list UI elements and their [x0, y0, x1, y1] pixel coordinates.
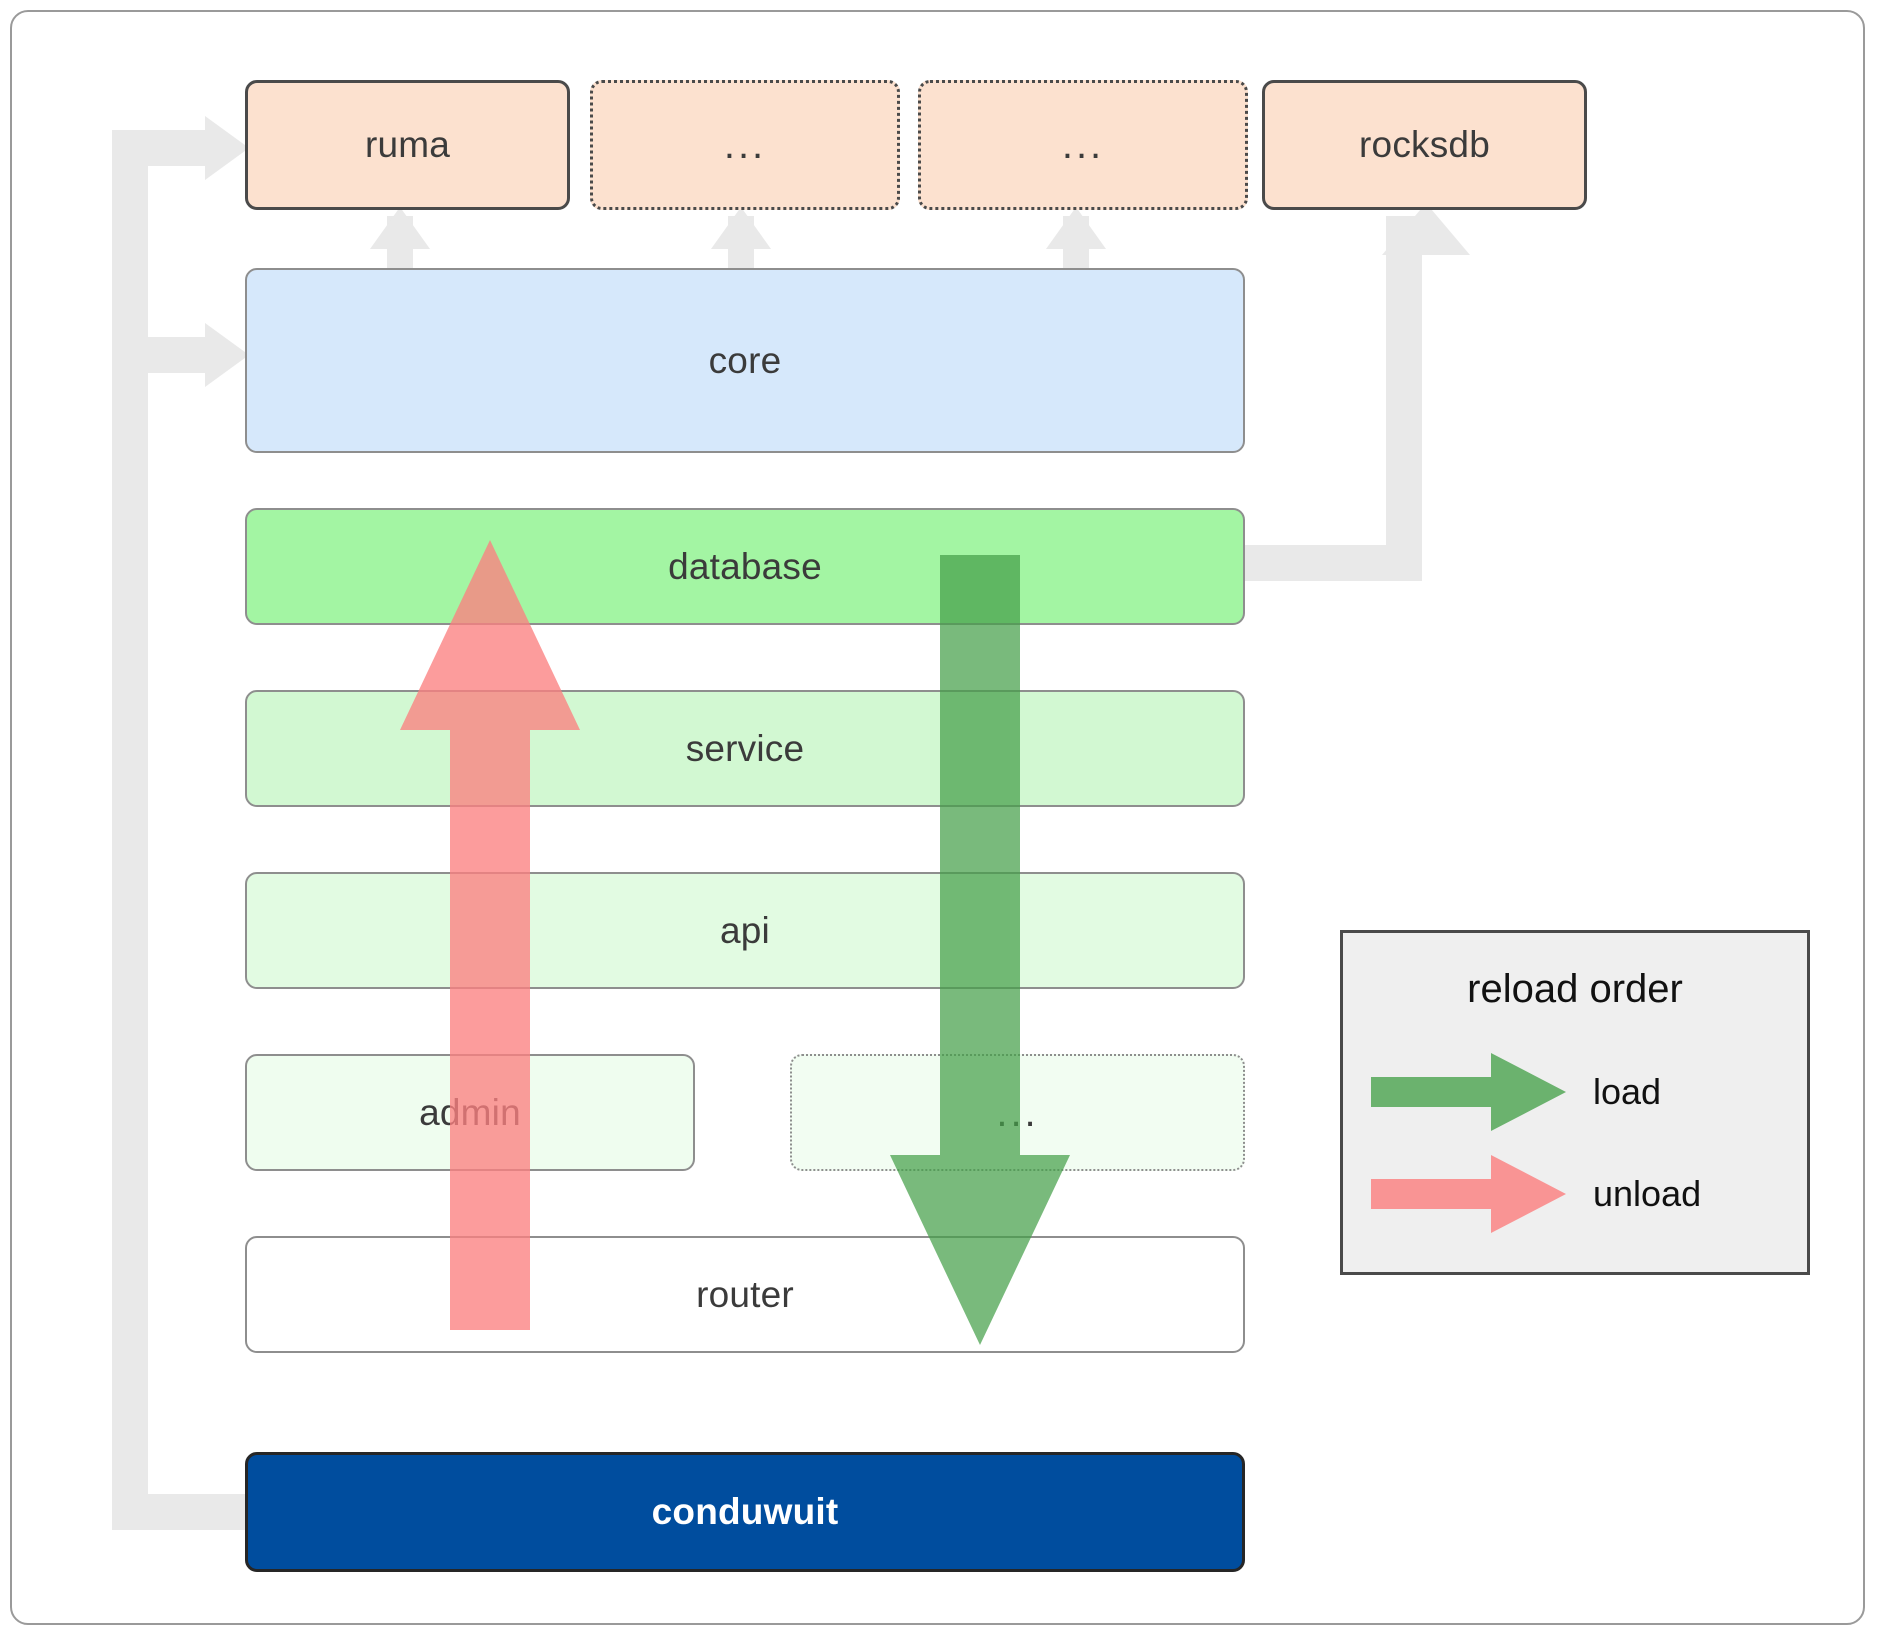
- layer-api[interactable]: api: [245, 872, 1245, 989]
- layer-database-label: database: [668, 545, 822, 587]
- layer-api-label: api: [720, 909, 770, 951]
- layer-router[interactable]: router: [245, 1236, 1245, 1353]
- connector-left-bottom: [112, 1494, 252, 1530]
- unload-arrow-icon: [1371, 1155, 1566, 1233]
- load-flow-arrow: [880, 555, 1080, 1345]
- unload-flow-arrow: [390, 540, 590, 1330]
- module-placeholder-2-label: ...: [1061, 123, 1105, 167]
- layer-database[interactable]: database: [245, 508, 1245, 625]
- connector-db-rocksdb-arrow: [1382, 203, 1470, 255]
- connector-to-ruma-stem: [112, 130, 212, 166]
- layer-service-label: service: [685, 727, 805, 769]
- connector-db-rocksdb-vertical: [1386, 216, 1422, 581]
- connector-core-dots2-arrow: [1046, 207, 1106, 249]
- legend-row-unload: unload: [1371, 1155, 1701, 1233]
- load-arrow-icon: [1371, 1053, 1566, 1131]
- module-placeholder-1-label: ...: [723, 123, 767, 167]
- connector-to-core-stem: [112, 337, 212, 373]
- connector-core-dots1-arrow: [711, 207, 771, 249]
- root-conduwuit[interactable]: conduwuit: [245, 1452, 1245, 1572]
- module-rocksdb-label: rocksdb: [1359, 124, 1490, 165]
- module-ruma-label: ruma: [364, 124, 451, 165]
- connector-to-ruma-arrow: [205, 116, 249, 180]
- layer-core-label: core: [708, 339, 782, 381]
- layer-core[interactable]: core: [245, 268, 1245, 453]
- legend-label-unload: unload: [1593, 1173, 1702, 1214]
- legend-title: reload order: [1467, 967, 1683, 1011]
- module-placeholder-2[interactable]: ...: [918, 80, 1248, 210]
- module-rocksdb[interactable]: rocksdb: [1262, 80, 1587, 210]
- connector-core-ruma-arrow: [370, 207, 430, 249]
- legend-row-load: load: [1371, 1053, 1661, 1131]
- legend-reload-order: reload order load unload: [1340, 930, 1810, 1275]
- legend-label-load: load: [1593, 1071, 1662, 1112]
- root-conduwuit-label: conduwuit: [651, 1491, 839, 1532]
- layer-router-label: router: [696, 1273, 794, 1315]
- module-ruma[interactable]: ruma: [245, 80, 570, 210]
- connector-to-core-arrow: [205, 323, 249, 387]
- module-placeholder-1[interactable]: ...: [590, 80, 900, 210]
